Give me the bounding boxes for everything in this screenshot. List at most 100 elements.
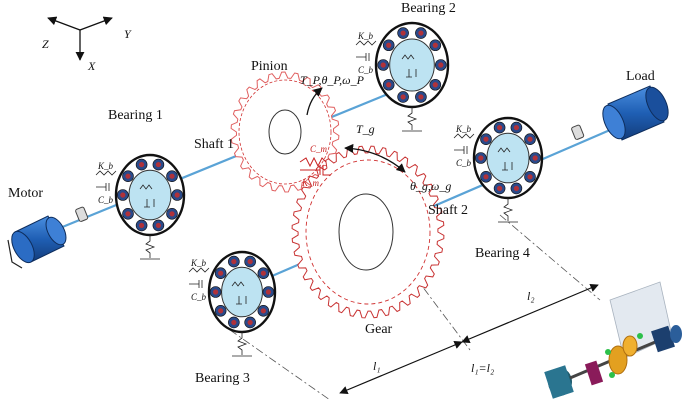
bearing-4-label: Bearing 4 bbox=[475, 246, 530, 261]
spring-icon bbox=[140, 235, 160, 260]
rolling-element bbox=[214, 305, 227, 317]
rolling-element bbox=[429, 78, 442, 91]
spring-icon bbox=[139, 184, 153, 190]
gear-label: Gear bbox=[365, 322, 393, 337]
gear-dynamics-label: θ_g,ω_g bbox=[410, 179, 451, 193]
bearing-damping-label: C_b bbox=[98, 195, 114, 205]
driven-gear bbox=[291, 145, 445, 319]
rolling-element bbox=[510, 121, 523, 134]
damper-icon bbox=[236, 296, 247, 305]
rolling-element bbox=[135, 219, 148, 232]
spring-icon bbox=[188, 267, 210, 273]
rolling-element bbox=[214, 267, 227, 279]
shaft-2-label: Shaft 2 bbox=[428, 203, 468, 218]
rolling-element bbox=[493, 121, 506, 134]
rolling-element bbox=[122, 170, 134, 182]
mesh-damping-label: C_m bbox=[310, 144, 328, 154]
bearing-stiffness-label: K_b bbox=[455, 124, 472, 134]
spring-icon bbox=[231, 281, 245, 287]
pinion-label: Pinion bbox=[251, 59, 288, 74]
rolling-element bbox=[397, 91, 409, 103]
damper-icon bbox=[96, 183, 110, 191]
rolling-element bbox=[529, 152, 542, 164]
rotation-arrows bbox=[306, 87, 406, 173]
bearings-group: K_bC_bK_bC_bK_bC_bK_bC_b bbox=[95, 21, 544, 357]
rolling-element bbox=[510, 182, 523, 195]
rolling-element bbox=[117, 189, 129, 201]
rolling-element bbox=[244, 316, 256, 329]
length-l2-label: l₂ bbox=[527, 289, 535, 303]
rolling-element bbox=[135, 158, 148, 171]
spring-icon bbox=[95, 170, 117, 176]
rolling-element bbox=[434, 59, 447, 71]
rolling-element bbox=[415, 91, 427, 103]
rolling-element bbox=[480, 171, 492, 183]
load-label: Load bbox=[626, 69, 655, 84]
bearing-stiffness-label: K_b bbox=[190, 258, 207, 268]
damper-icon bbox=[144, 199, 155, 208]
bearing-2-label: Bearing 2 bbox=[401, 1, 456, 16]
spring-icon bbox=[401, 54, 415, 60]
rolling-element bbox=[429, 39, 442, 52]
rolling-element bbox=[415, 27, 427, 39]
bearing-1-label: Bearing 1 bbox=[108, 108, 163, 123]
length-equality-label: l₁=l₂ bbox=[471, 361, 494, 375]
bearing-1: K_bC_b bbox=[95, 153, 186, 260]
rolling-element bbox=[493, 182, 506, 195]
rolling-element bbox=[152, 219, 165, 232]
bearing-stiffness-label: K_b bbox=[357, 31, 374, 41]
rolling-element bbox=[152, 158, 165, 171]
rolling-element bbox=[397, 27, 409, 39]
damper-icon bbox=[454, 146, 468, 154]
rolling-element bbox=[257, 267, 270, 279]
rolling-element bbox=[262, 286, 275, 298]
spring-icon bbox=[402, 107, 422, 132]
bearing-damping-label: C_b bbox=[358, 65, 374, 75]
rolling-element bbox=[122, 208, 134, 220]
rolling-element bbox=[257, 305, 270, 317]
axis-y-label: Y bbox=[124, 27, 132, 41]
gearbox-3d-thumbnail bbox=[544, 281, 682, 399]
bearing-3-label: Bearing 3 bbox=[195, 371, 250, 386]
bearing-4: K_bC_b bbox=[453, 116, 544, 223]
spring-icon bbox=[232, 332, 252, 357]
load-icon bbox=[602, 85, 669, 141]
bearing-stiffness-label: K_b bbox=[97, 161, 114, 171]
spring-icon bbox=[497, 147, 511, 153]
rolling-element bbox=[171, 189, 183, 201]
dimension-arrows bbox=[339, 284, 599, 394]
damper-icon bbox=[189, 280, 203, 288]
mesh-spring-damper bbox=[299, 156, 331, 176]
spring-icon bbox=[453, 133, 475, 139]
rolling-element bbox=[377, 59, 390, 71]
rolling-element bbox=[228, 255, 240, 268]
motor-label: Motor bbox=[8, 186, 43, 201]
rolling-element bbox=[209, 286, 222, 298]
rolling-element bbox=[382, 78, 395, 91]
mesh-stiffness-label: K_m bbox=[301, 178, 320, 188]
rolling-element bbox=[166, 208, 178, 220]
rolling-element bbox=[524, 133, 536, 145]
length-l1-label: l₁ bbox=[373, 359, 381, 373]
rolling-element bbox=[474, 152, 487, 164]
damper-icon bbox=[356, 53, 370, 61]
bearing-2: K_bC_b bbox=[355, 21, 450, 132]
rolling-element bbox=[166, 170, 178, 182]
rolling-element bbox=[382, 39, 395, 52]
axis-z-label: Z bbox=[42, 37, 49, 51]
damper-icon bbox=[502, 162, 513, 171]
shaft-1-label: Shaft 1 bbox=[194, 137, 234, 152]
rolling-element bbox=[244, 255, 256, 268]
axis-x-label: X bbox=[87, 59, 96, 73]
damper-icon bbox=[406, 69, 417, 78]
spring-icon bbox=[355, 40, 377, 46]
coordinate-axes: Z Y X bbox=[42, 16, 132, 73]
bearing-damping-label: C_b bbox=[191, 292, 207, 302]
spring-icon bbox=[498, 198, 518, 223]
rolling-element bbox=[524, 171, 536, 183]
bearing-3: K_bC_b bbox=[188, 250, 277, 357]
rolling-element bbox=[480, 133, 492, 145]
coupling-icon bbox=[75, 124, 585, 222]
motor-icon bbox=[7, 215, 67, 269]
